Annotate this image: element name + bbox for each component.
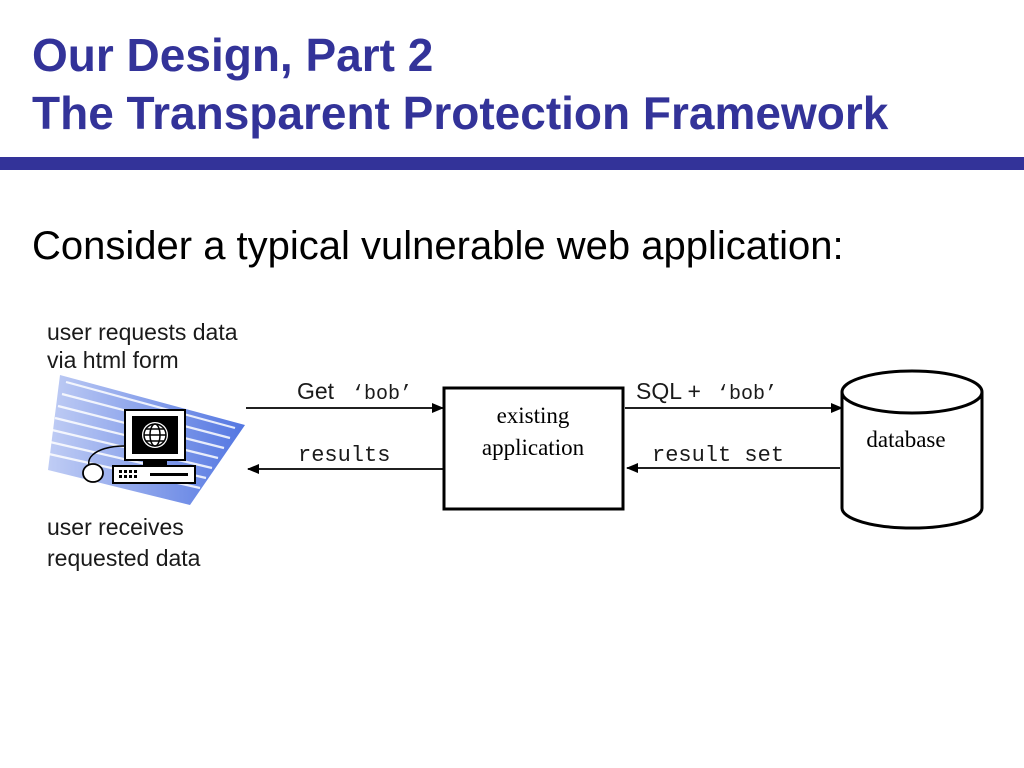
application-line-1: existing [497,403,570,428]
title-line-1: Our Design, Part 2 [32,29,434,81]
intro-text: Consider a typical vulnerable web applic… [32,224,844,268]
database-label: database [866,427,945,452]
user-receive-line-1: user receives [47,514,184,540]
results-label: results [298,443,390,468]
globe-icon [142,422,168,448]
computer-icon [48,375,245,505]
user-receive-line-2: requested data [47,545,201,571]
sql-value: ‘bob’ [717,383,777,406]
result-set-label: result set [652,443,784,468]
application-box [442,386,625,511]
database-cylinder-icon [840,369,984,530]
user-request-line-2: via html form [47,347,179,373]
get-value: ‘bob’ [352,383,412,406]
slide-title: Our Design, Part 2 The Transparent Prote… [32,26,888,142]
mouse-icon [82,463,104,483]
title-divider [0,157,1024,170]
title-line-2: The Transparent Protection Framework [32,87,889,139]
get-label: Get [297,378,335,404]
application-line-2: application [482,435,585,460]
architecture-diagram: user requests data via html form [47,319,984,571]
sql-label: SQL + [636,378,701,404]
user-request-line-1: user requests data [47,319,238,345]
